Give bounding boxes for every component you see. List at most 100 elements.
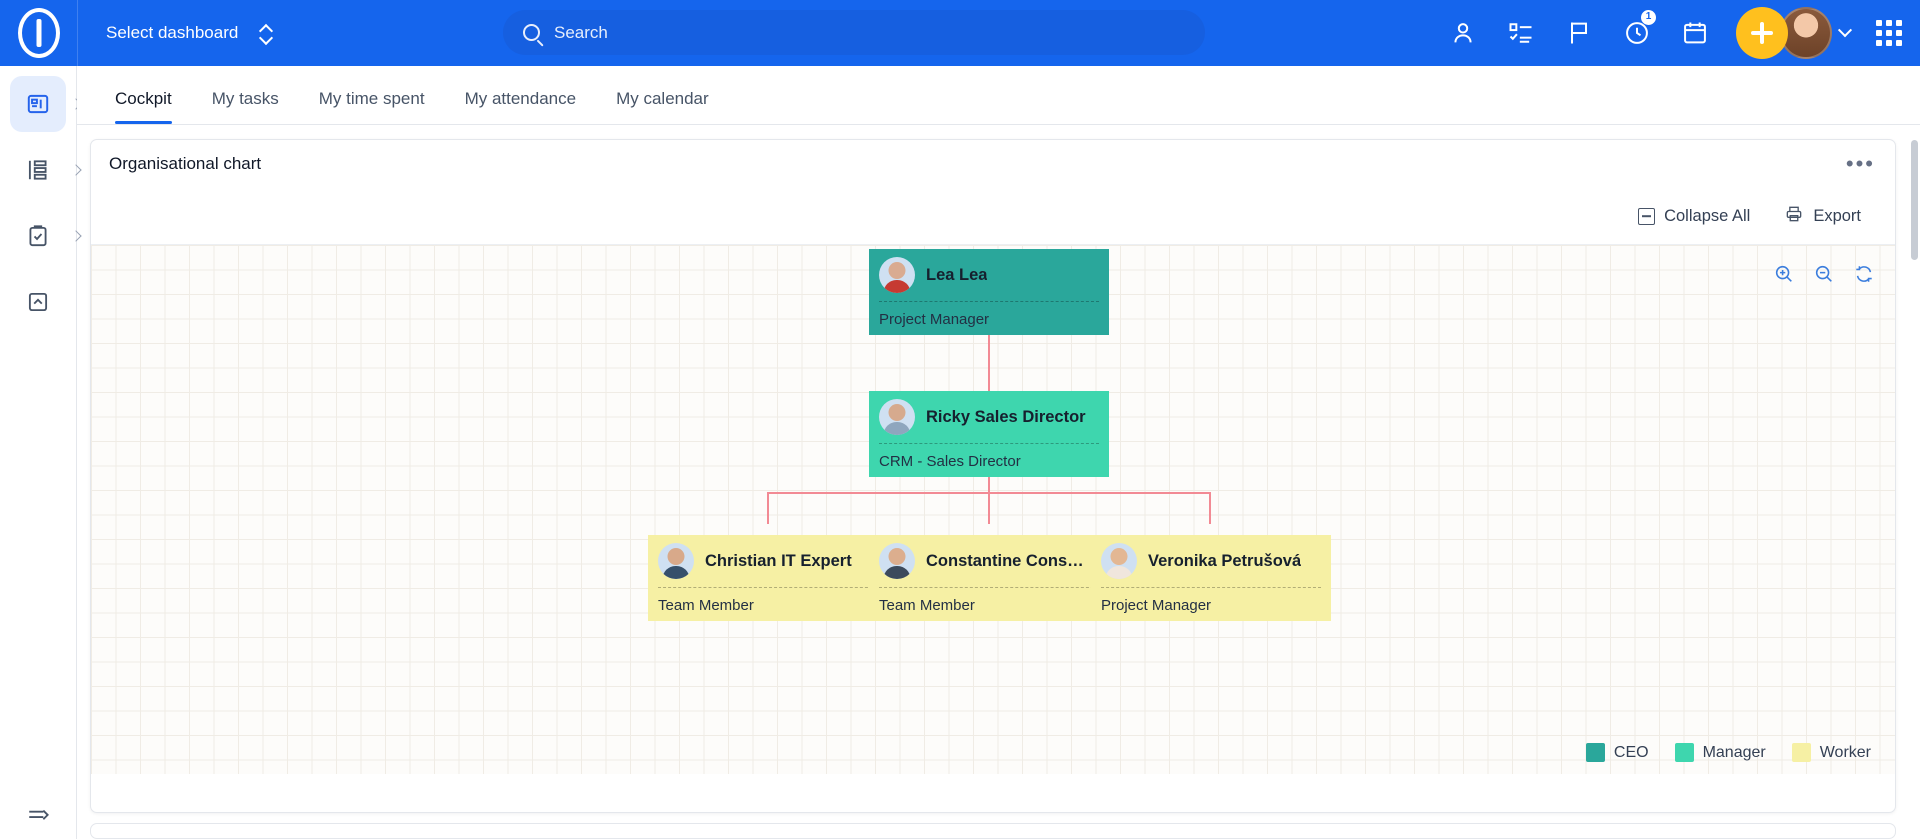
avatar <box>879 543 915 579</box>
zoom-in-icon[interactable] <box>1773 263 1795 290</box>
tab-label: Cockpit <box>115 89 172 108</box>
legend-swatch <box>1585 743 1605 762</box>
sidebar-item-tasks[interactable] <box>10 208 82 264</box>
next-panel-edge <box>90 823 1896 839</box>
page-scrollbar[interactable] <box>1911 140 1918 260</box>
top-bar: Select dashboard 1 <box>0 0 1920 66</box>
org-node-role: Project Manager <box>1101 597 1212 614</box>
connector-to-worker-1 <box>767 492 769 524</box>
tab-label: My tasks <box>211 89 279 108</box>
zoom-out-icon[interactable] <box>1813 263 1835 290</box>
org-node-manager[interactable]: Ricky Sales Director CRM - Sales Directo… <box>869 391 1109 477</box>
avatar <box>879 257 915 293</box>
org-node-header: Lea Lea <box>869 249 1109 301</box>
grid-apps-icon[interactable] <box>1858 0 1920 66</box>
top-bar-icon-group: 1 <box>1434 0 1920 66</box>
org-node-role: Team Member <box>658 597 754 614</box>
app-logo[interactable] <box>0 8 77 58</box>
org-node-name: Ricky Sales Director <box>926 407 1086 426</box>
org-node-header: Constantine Consult… <box>869 535 1109 587</box>
legend-label: Manager <box>1702 743 1766 761</box>
chart-legend: CEO Manager Worker <box>1570 743 1871 762</box>
org-node-header: Veronika Petrušová <box>1091 535 1331 587</box>
org-node-name: Christian IT Expert <box>705 551 852 570</box>
chevron-right-icon <box>70 230 82 242</box>
task-list-icon[interactable] <box>1492 0 1550 66</box>
zoom-controls <box>1773 263 1875 290</box>
tab-bar: Cockpit My tasks My time spent My attend… <box>77 66 1920 125</box>
clock-icon[interactable]: 1 <box>1608 0 1666 66</box>
org-node-role: CRM - Sales Director <box>879 453 1021 470</box>
divider <box>879 443 1099 444</box>
export-label: Export <box>1813 206 1861 225</box>
user-icon[interactable] <box>1434 0 1492 66</box>
calendar-icon[interactable] <box>1666 0 1724 66</box>
sidebar-item-dashboard[interactable] <box>10 76 82 132</box>
tab-cockpit[interactable]: Cockpit <box>97 89 190 124</box>
legend-item-ceo: CEO <box>1585 743 1649 762</box>
add-button[interactable] <box>1736 7 1788 59</box>
org-node-worker-1[interactable]: Christian IT Expert Team Member <box>648 535 888 621</box>
sidebar-item-structure[interactable] <box>10 142 82 198</box>
org-node-role: Team Member <box>879 597 975 614</box>
avatar <box>1101 543 1137 579</box>
collapse-all-button[interactable]: Collapse All <box>1638 207 1750 226</box>
divider <box>1101 587 1321 588</box>
org-node-role: Project Manager <box>879 311 990 328</box>
org-chart-canvas[interactable]: Lea Lea Project Manager Ricky Sales Dire… <box>91 244 1895 774</box>
org-chart-panel: Organisational chart ••• Collapse All Ex… <box>90 139 1896 813</box>
divider <box>879 587 1099 588</box>
legend-swatch <box>1791 743 1811 762</box>
tab-my-attendance[interactable]: My attendance <box>447 89 595 124</box>
divider <box>77 0 78 66</box>
dashboard-selector-label: Select dashboard <box>106 23 239 42</box>
legend-label: CEO <box>1613 743 1649 761</box>
org-node-header: Ricky Sales Director <box>869 391 1109 443</box>
connector-ceo-to-manager <box>988 335 990 399</box>
tab-my-time-spent[interactable]: My time spent <box>301 89 443 124</box>
tab-my-calendar[interactable]: My calendar <box>598 89 727 124</box>
avatar <box>658 543 694 579</box>
tab-label: My calendar <box>616 89 709 108</box>
more-options-icon[interactable]: ••• <box>1845 151 1875 176</box>
reset-zoom-icon[interactable] <box>1853 263 1875 290</box>
tab-my-tasks[interactable]: My tasks <box>194 89 297 124</box>
org-node-name: Veronika Petrušová <box>1148 551 1302 570</box>
minus-box-icon <box>1638 207 1656 225</box>
org-node-worker-2[interactable]: Constantine Consult… Team Member <box>869 535 1109 621</box>
app-logo-icon <box>17 8 60 58</box>
printer-icon <box>1784 204 1804 229</box>
org-node-ceo[interactable]: Lea Lea Project Manager <box>869 249 1109 335</box>
org-node-name: Constantine Consult… <box>926 551 1092 570</box>
flag-icon[interactable] <box>1550 0 1608 66</box>
export-button[interactable]: Export <box>1784 204 1861 229</box>
sidebar-item-collapse-panel[interactable] <box>10 274 66 330</box>
tab-label: My attendance <box>464 89 577 108</box>
org-node-worker-3[interactable]: Veronika Petrušová Project Manager <box>1091 535 1331 621</box>
legend-swatch <box>1674 743 1694 762</box>
updown-chevron-icon <box>260 25 273 42</box>
left-rail <box>0 66 82 839</box>
panel-header: Organisational chart ••• <box>91 140 1895 188</box>
org-node-name: Lea Lea <box>926 265 988 284</box>
legend-item-manager: Manager <box>1674 743 1766 762</box>
dashboard-selector[interactable]: Select dashboard <box>106 23 273 43</box>
page-title: Organisational chart <box>109 154 262 173</box>
chevron-down-icon[interactable] <box>1832 0 1858 66</box>
clock-badge: 1 <box>1641 10 1656 25</box>
tab-label: My time spent <box>318 89 425 108</box>
search-box[interactable] <box>503 10 1205 55</box>
divider <box>879 301 1099 302</box>
expand-sidebar-button[interactable] <box>0 803 77 829</box>
divider <box>658 587 878 588</box>
legend-item-worker: Worker <box>1791 743 1871 762</box>
chart-toolbar: Collapse All Export <box>91 188 1895 244</box>
chevron-right-icon <box>70 164 82 176</box>
search-icon <box>523 24 540 41</box>
collapse-all-label: Collapse All <box>1664 206 1751 225</box>
legend-label: Worker <box>1819 743 1871 761</box>
search-input[interactable] <box>554 22 1154 43</box>
org-node-header: Christian IT Expert <box>648 535 888 587</box>
avatar <box>879 399 915 435</box>
connector-to-worker-3 <box>1209 492 1211 524</box>
